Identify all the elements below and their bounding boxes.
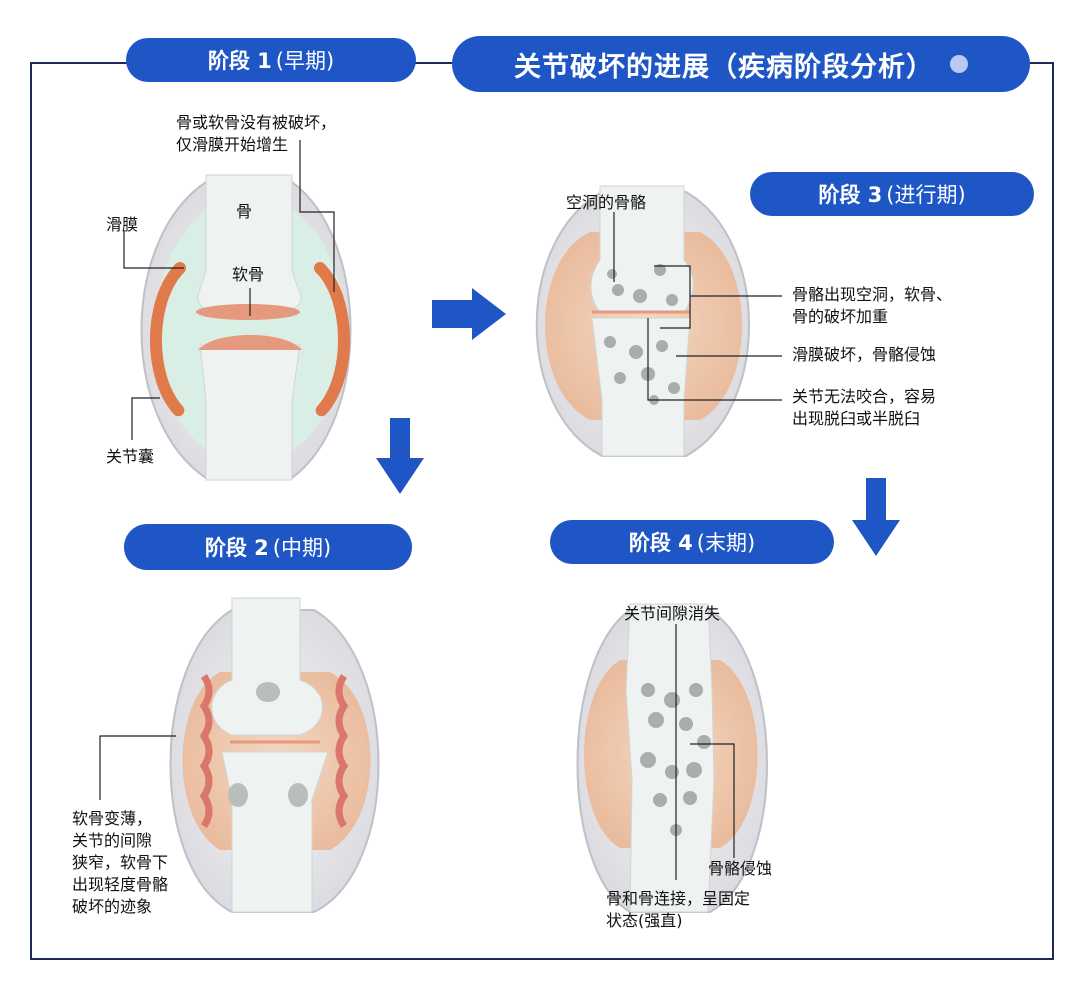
synovial-fluid xyxy=(155,195,345,465)
bone-label: 骨 xyxy=(236,202,253,221)
lower-bone xyxy=(221,751,329,913)
fusion-label: 骨和骨连接，呈固定 状态(强直) xyxy=(606,889,751,930)
title-dot-icon xyxy=(950,55,968,73)
stage-1-note: 骨或软骨没有被破坏， 仅滑膜开始增生 xyxy=(176,113,337,154)
stage-3-note-1: 骨骼出现空洞，软骨、 骨的破坏加重 xyxy=(792,285,953,326)
bone-cavities xyxy=(604,264,680,405)
arrow-down-icon xyxy=(852,478,900,556)
stage-3-note-3: 关节无法咬合，容易 出现脱臼或半脱臼 xyxy=(792,387,937,428)
stage-3-note-2: 滑膜破坏，骨骼侵蚀 xyxy=(792,345,937,364)
synovium-left xyxy=(199,674,213,828)
cartilage-label: 软骨 xyxy=(232,265,265,284)
progress-arrows xyxy=(376,288,900,556)
page-title: 关节破坏的进展（疾病阶段分析） xyxy=(452,36,1030,92)
arrow-down-icon xyxy=(376,418,424,494)
stage-4-joint xyxy=(576,603,768,913)
arrow-right-icon xyxy=(432,288,506,340)
upper-bone xyxy=(211,597,323,736)
synovium-left xyxy=(150,262,186,418)
lower-cartilage xyxy=(198,335,302,350)
stage-2-note: 软骨变薄， 关节的间隙 狭窄，软骨下 出现轻度骨骼 破坏的迹象 xyxy=(72,809,169,916)
stage-4-badge: 阶段 4(末期) xyxy=(550,520,834,564)
cavity-label: 空洞的骨骼 xyxy=(566,193,647,212)
stage-1-joint xyxy=(123,140,352,481)
stage-2-joint xyxy=(99,597,380,913)
stage-3-joint xyxy=(535,185,782,457)
capsule-label: 关节囊 xyxy=(106,447,155,466)
erosion-label: 骨骼侵蚀 xyxy=(708,859,773,878)
synovium-right xyxy=(335,674,349,828)
lower-bone xyxy=(199,344,301,481)
stage-3-badge: 阶段 3(进行期) xyxy=(750,172,1034,216)
fused-bone xyxy=(625,603,715,913)
synovium-right xyxy=(314,262,350,418)
stage-2-badge: 阶段 2(中期) xyxy=(124,524,412,570)
gap-label: 关节间隙消失 xyxy=(624,604,721,623)
stage-1-badge: 阶段 1(早期) xyxy=(126,38,416,82)
upper-cartilage xyxy=(196,304,300,320)
synovium-label: 滑膜 xyxy=(106,215,139,234)
